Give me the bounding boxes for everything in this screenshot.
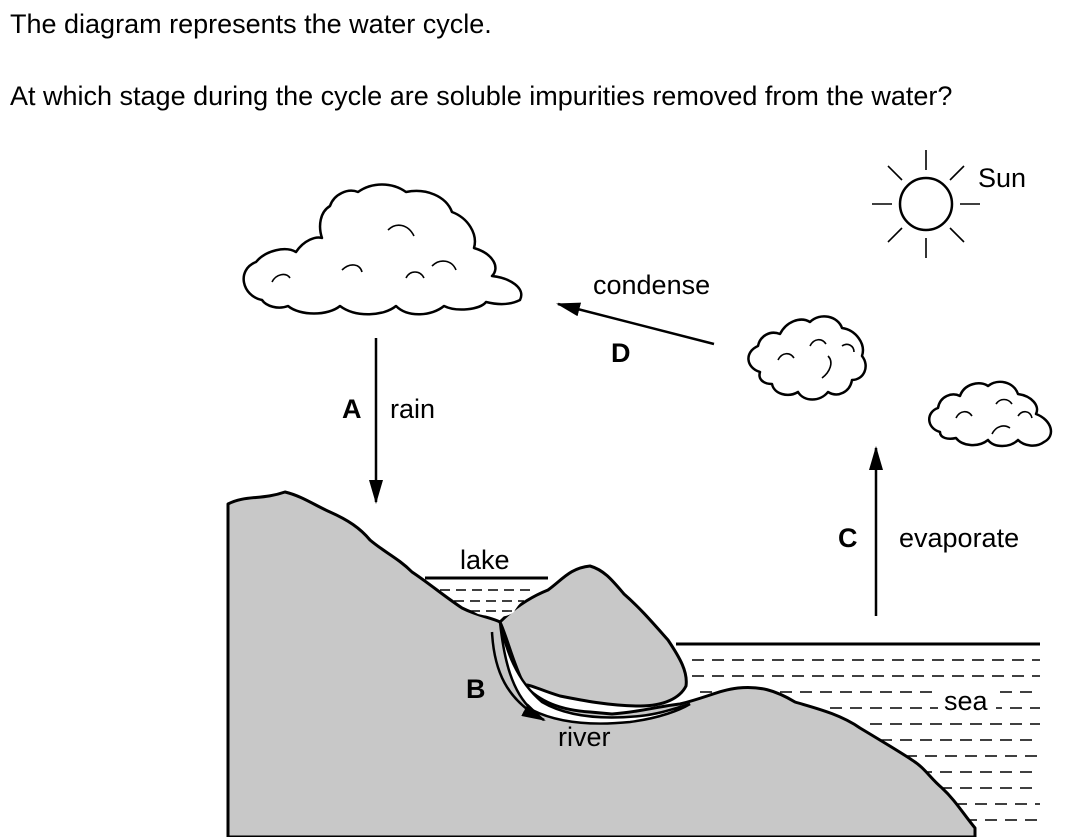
large-cloud-details [271,224,457,283]
question-line-2: At which stage during the cycle are solu… [10,81,953,111]
lake-water [425,576,548,617]
stage-d-label: D [611,338,631,368]
sun-icon [872,150,980,258]
question-line-1: The diagram represents the water cycle. [10,9,492,39]
middle-cloud [747,315,867,401]
river-label: river [558,722,611,752]
small-cloud [928,380,1053,448]
sun-label: Sun [978,163,1026,193]
sea-label: sea [944,686,989,716]
hill [498,564,688,708]
lake-label: lake [460,545,510,575]
stage-c-label: C [838,523,858,553]
middle-cloud-details [777,338,855,379]
rain-label: rain [390,394,435,424]
land [226,490,977,837]
arrow-b-river [490,631,546,722]
arrow-d-condense [556,302,715,346]
stage-b-label: B [466,674,486,704]
evaporate-label: evaporate [899,523,1019,553]
stage-a-label: A [342,394,362,424]
small-cloud-details [955,398,1033,435]
sea-water [676,642,1040,821]
condense-label: condense [593,270,710,300]
sea-label-backing [938,688,996,714]
large-cloud [242,183,523,316]
